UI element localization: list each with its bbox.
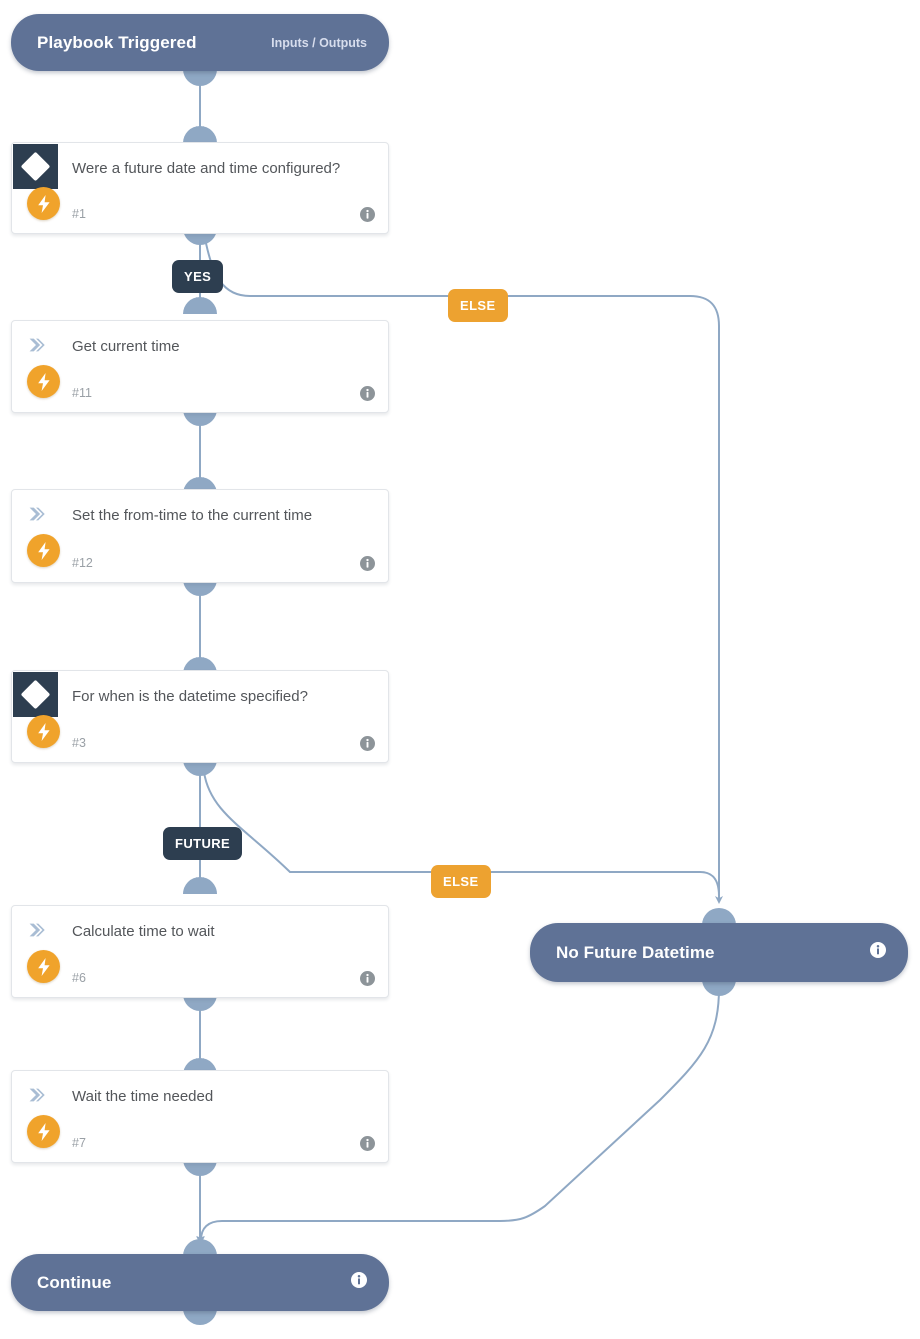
info-icon[interactable] [870,942,886,963]
port-in-6 [183,877,217,894]
node-card-11[interactable]: Get current time #11 [11,320,389,413]
port-out-nofuture [702,979,736,996]
branch-label-future[interactable]: FUTURE [163,827,243,860]
node-title: No Future Datetime [556,942,715,962]
info-icon[interactable] [360,207,375,222]
info-icon[interactable] [360,736,375,751]
port-out-12 [183,579,217,596]
node-card-3[interactable]: For when is the datetime specified? #3 [11,670,389,763]
node-title: Calculate time to wait [72,923,215,940]
chevron-right-icon [13,1072,58,1117]
branch-label-yes[interactable]: YES [172,260,224,293]
info-icon[interactable] [360,556,375,571]
lightning-bolt-icon [27,187,60,220]
lightning-bolt-icon [27,534,60,567]
port-in-d1 [183,126,217,143]
node-continue[interactable]: Continue [11,1254,389,1311]
node-ref: #3 [72,736,86,750]
port-in-nofuture [702,908,736,925]
info-icon[interactable] [351,1272,367,1293]
port-in-continue [183,1239,217,1256]
branch-label-else-top[interactable]: ELSE [448,289,508,322]
node-title: For when is the datetime specified? [72,688,308,705]
node-ref: #12 [72,556,93,570]
node-card-1[interactable]: Were a future date and time configured? … [11,142,389,234]
node-card-12[interactable]: Set the from-time to the current time #1… [11,489,389,583]
node-title: Playbook Triggered [37,32,197,52]
branch-label-else-bottom[interactable]: ELSE [431,865,491,898]
node-ref: #6 [72,971,86,985]
port-out-continue [183,1308,217,1325]
diamond-icon [13,672,58,717]
port-out-6 [183,994,217,1011]
chevron-right-icon [13,907,58,952]
lightning-bolt-icon [27,715,60,748]
port-out-d3 [183,759,217,776]
lightning-bolt-icon [27,950,60,983]
node-title: Wait the time needed [72,1088,214,1105]
port-in-d3 [183,657,217,674]
info-icon[interactable] [360,386,375,401]
port-out-start [183,69,217,86]
node-ref: #7 [72,1136,86,1150]
node-title: Continue [37,1272,112,1292]
node-ref: #11 [72,386,92,400]
inputs-outputs-label[interactable]: Inputs / Outputs [271,35,367,50]
info-icon[interactable] [360,1136,375,1151]
node-title: Set the from-time to the current time [72,507,313,524]
info-icon[interactable] [360,971,375,986]
node-ref: #1 [72,207,86,221]
lightning-bolt-icon [27,1115,60,1148]
port-in-11 [183,297,217,314]
node-no-future-datetime[interactable]: No Future Datetime [530,923,908,982]
port-out-7 [183,1159,217,1176]
lightning-bolt-icon [27,365,60,398]
diamond-icon [13,144,58,189]
chevron-right-icon [13,491,58,536]
node-title: Get current time [72,338,180,355]
port-out-11 [183,409,217,426]
node-card-7[interactable]: Wait the time needed #7 [11,1070,389,1163]
chevron-right-icon [13,322,58,367]
node-card-6[interactable]: Calculate time to wait #6 [11,905,389,998]
node-playbook-triggered[interactable]: Playbook Triggered Inputs / Outputs [11,14,389,71]
node-title: Were a future date and time configured? [72,160,341,177]
